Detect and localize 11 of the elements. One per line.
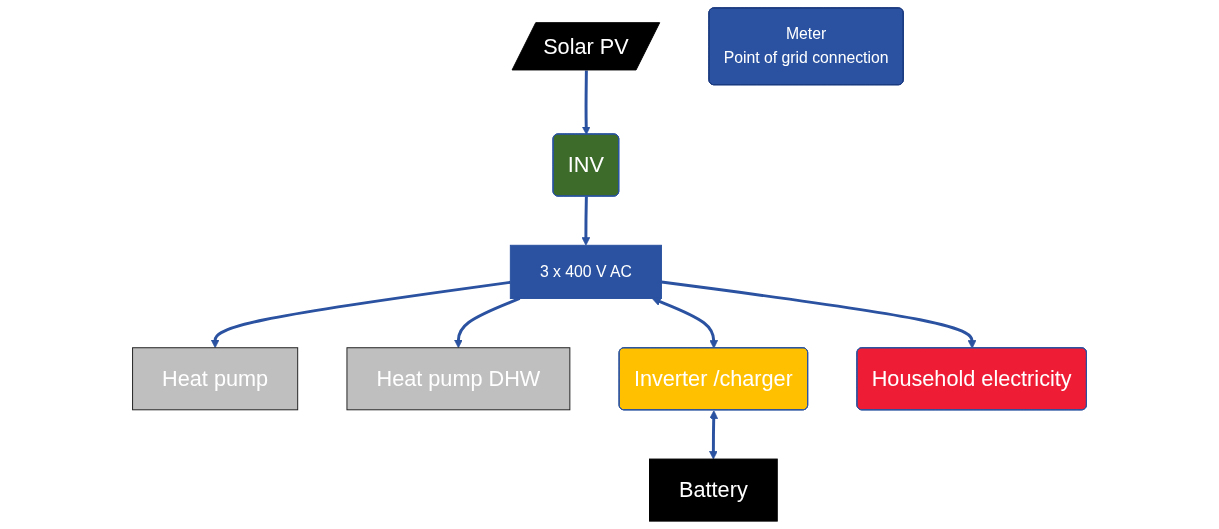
arrow bbox=[709, 410, 719, 460]
node-box: Heat pump bbox=[132, 347, 299, 411]
node-box: 3 x 400 V AC bbox=[509, 244, 662, 299]
node-box: Battery bbox=[649, 458, 778, 522]
arrow bbox=[661, 280, 977, 349]
arrow bbox=[454, 297, 521, 349]
arrow bbox=[210, 280, 511, 349]
node-box: Heat pump DHW bbox=[346, 347, 571, 411]
arrow bbox=[581, 70, 591, 135]
arrow bbox=[652, 297, 719, 349]
arrow bbox=[581, 196, 591, 246]
